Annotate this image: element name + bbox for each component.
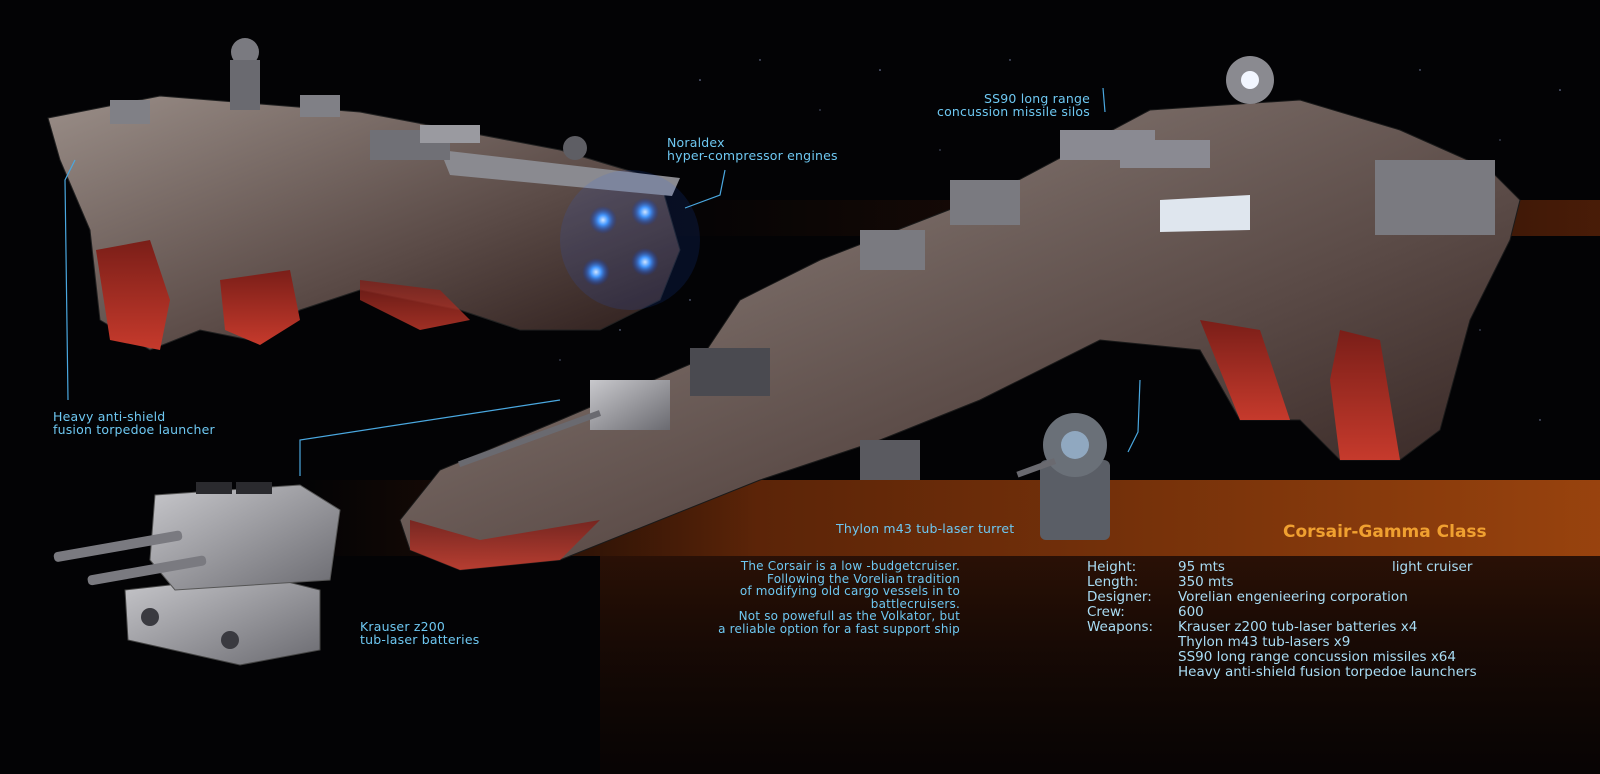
ship-rear-view — [47, 38, 700, 351]
label-engines: Noraldex hyper-compressor engines — [667, 135, 838, 163]
spec-weapon-item: SS90 long range concussion missiles x64 — [1178, 649, 1456, 665]
spec-height-key: Height: — [1087, 559, 1137, 575]
spec-weapon-item: Thylon m43 tub-lasers x9 — [1178, 634, 1351, 650]
ship-main — [399, 56, 1521, 571]
ship-class-title: Corsair-Gamma Class — [1283, 522, 1487, 542]
spec-height-value: 95 mts — [1178, 559, 1225, 575]
spec-crew-value: 600 — [1178, 604, 1204, 620]
spec-length-value: 350 mts — [1178, 574, 1234, 590]
spec-designer-value: Vorelian engenieering corporation — [1178, 589, 1408, 605]
spec-length-key: Length: — [1087, 574, 1139, 590]
spec-class-type: light cruiser — [1392, 559, 1473, 575]
thylon-turret — [1016, 413, 1110, 540]
spec-weapon-item: Krauser z200 tub-laser batteries x4 — [1178, 619, 1418, 635]
label-batteries: Krauser z200 tub-laser batteries — [360, 619, 480, 647]
label-torpedo-launcher: Heavy anti-shield fusion torpedoe launch… — [53, 409, 215, 437]
label-missile-silos: SS90 long range concussion missile silos — [937, 91, 1090, 119]
stars — [559, 59, 1561, 421]
description-text: The Corsair is a low -budgetcruiser. Fol… — [718, 559, 960, 636]
krauser-turret — [53, 482, 341, 666]
spec-weapons-key: Weapons: — [1087, 619, 1154, 635]
spec-weapon-item: Heavy anti-shield fusion torpedoe launch… — [1178, 664, 1477, 680]
lower-band — [600, 556, 1600, 774]
label-turret: Thylon m43 tub-laser turret — [836, 521, 1015, 536]
spec-crew-key: Crew: — [1087, 604, 1125, 620]
callout-lines — [64, 87, 1141, 476]
spec-designer-key: Designer: — [1087, 589, 1152, 605]
